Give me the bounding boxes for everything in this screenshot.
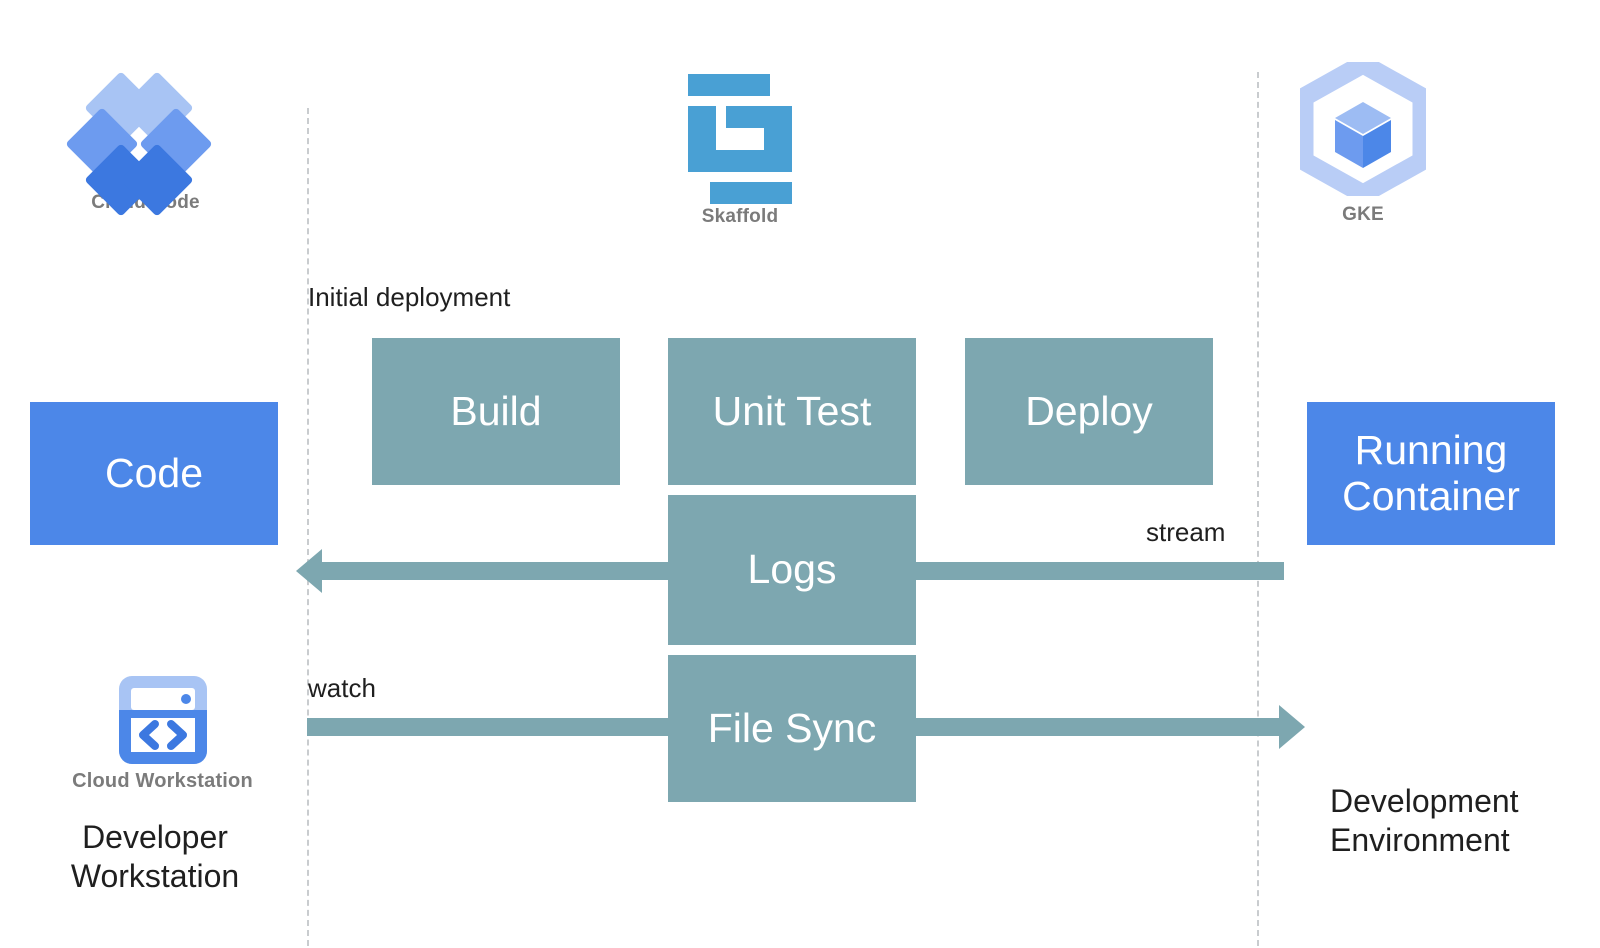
cloud-workstation-icon	[115, 672, 211, 768]
deploy-box-label: Deploy	[1025, 387, 1153, 434]
development-environment-line1: Development	[1330, 783, 1519, 819]
cloud-code-logo-block: Cloud Code	[64, 71, 223, 217]
cloud-code-icon	[64, 71, 221, 217]
build-box-label: Build	[450, 387, 542, 434]
gke-logo-block: GKE	[1294, 53, 1432, 226]
initial-deployment-label: Initial deployment	[308, 282, 511, 312]
code-box-label: Code	[104, 449, 203, 496]
skaffold-logo-block: Skaffold	[680, 70, 800, 228]
logs-box-label: Logs	[747, 546, 837, 593]
deploy-box: Deploy	[965, 338, 1213, 485]
development-environment-zone-label: Development Environment	[1330, 782, 1600, 860]
gke-hexagon-cube-icon	[1294, 53, 1432, 205]
developer-workstation-zone-label: Developer Workstation	[20, 818, 290, 896]
code-box: Code	[30, 402, 278, 545]
gke-icon	[1294, 53, 1432, 205]
running-container-box: Running Container	[1307, 402, 1555, 545]
file-sync-box-label: File Sync	[707, 704, 877, 751]
right-boundary-dashed-line	[1257, 72, 1259, 946]
watch-label: watch	[308, 673, 376, 703]
unit-test-box-label: Unit Test	[712, 387, 872, 434]
running-container-label-line1: Running	[1354, 426, 1508, 473]
stream-label: stream	[1146, 517, 1226, 547]
developer-workstation-line1: Developer	[82, 819, 228, 855]
skaffold-caption: Skaffold	[701, 206, 779, 227]
cloud-workstation-logo-block: Cloud Workstation	[60, 672, 265, 793]
developer-workstation-line2: Workstation	[70, 858, 240, 895]
running-container-label-line2: Container	[1342, 472, 1520, 519]
code-window-icon	[118, 676, 207, 764]
file-sync-box: File Sync	[668, 655, 916, 802]
watch-arrow-head-right	[1279, 705, 1305, 749]
build-box: Build	[372, 338, 620, 485]
development-environment-line2: Environment	[1330, 822, 1510, 859]
logs-box: Logs	[668, 495, 916, 645]
unit-test-box: Unit Test	[668, 338, 916, 485]
gke-caption: GKE	[1342, 204, 1384, 225]
skaffold-icon	[680, 70, 800, 204]
cloud-workstation-caption: Cloud Workstation	[72, 770, 253, 792]
stream-arrow-head-left	[296, 549, 322, 593]
left-boundary-dashed-line	[307, 108, 309, 946]
